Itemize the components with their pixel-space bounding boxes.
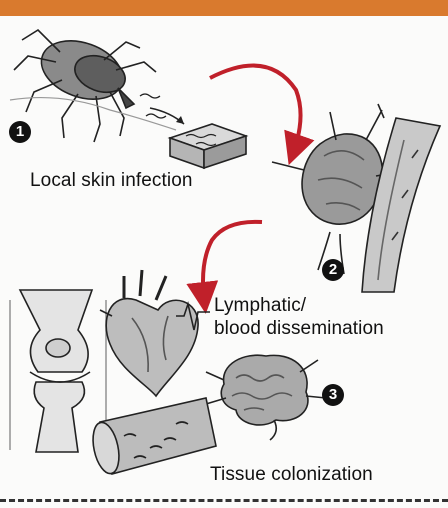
tissue-tube-icon <box>89 398 216 476</box>
skin-block-icon <box>170 124 246 168</box>
bottom-dashed-divider <box>0 499 448 502</box>
knee-joint-icon <box>10 290 106 452</box>
step-2-badge: 2 <box>322 259 344 281</box>
blood-vessel-icon <box>362 118 440 292</box>
tick-icon <box>10 30 176 142</box>
step-1-badge: 1 <box>9 121 31 143</box>
brain-icon <box>206 355 326 440</box>
step-3-badge: 3 <box>322 384 344 406</box>
step-3-label: Tissue colonization <box>210 464 373 486</box>
step-2-label-line-1: Lymphatic/ <box>214 295 306 317</box>
step-2-label-line-2: blood dissemination <box>214 318 384 340</box>
heart-icon <box>100 270 198 396</box>
step-1-label: Local skin infection <box>30 170 193 192</box>
red-arrow-2 <box>203 222 262 298</box>
